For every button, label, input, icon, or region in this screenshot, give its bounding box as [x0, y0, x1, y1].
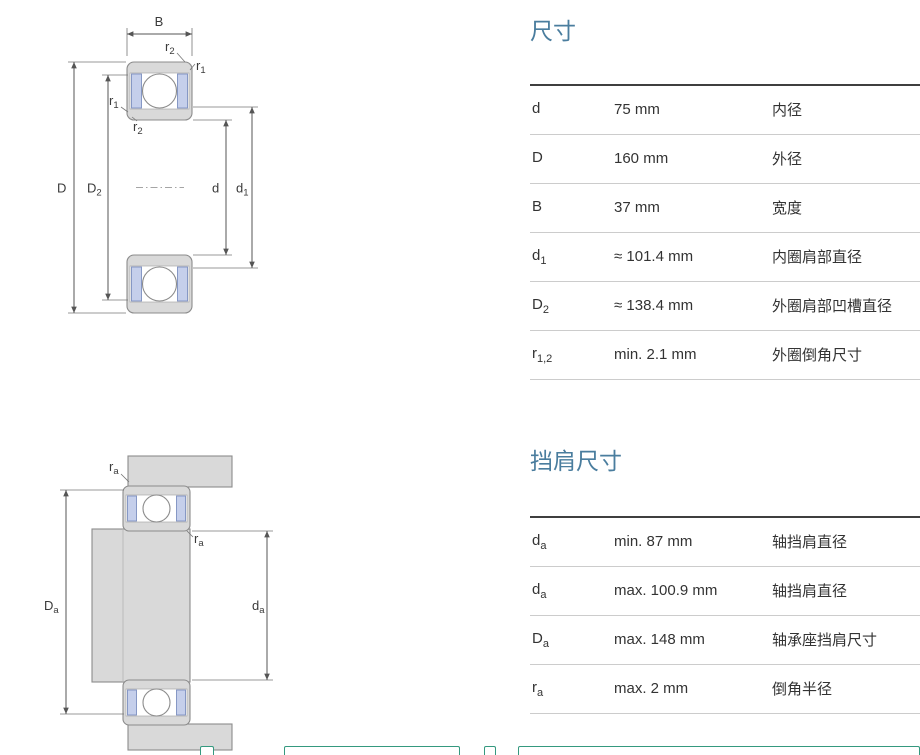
label-D2: D2	[87, 181, 102, 199]
label-da: da	[252, 598, 265, 616]
dimensions-title: 尺寸	[530, 18, 576, 44]
r1-left-leader	[120, 106, 129, 113]
dimension-symbol: da	[532, 580, 547, 601]
label-ra-top: ra	[109, 459, 119, 477]
mounted-bearing-section-upper	[122, 485, 191, 532]
d1-extension-lines	[193, 106, 258, 269]
shaft	[91, 528, 191, 683]
dimension-value: max. 100.9 mm	[614, 582, 718, 600]
housing-top	[127, 455, 233, 488]
dimension-value: 160 mm	[614, 150, 669, 168]
dimension-description: 外圈倒角尺寸	[772, 347, 863, 365]
table-row: d 75 mm 内径	[530, 86, 920, 135]
table-row: D 160 mm 外径	[530, 135, 920, 184]
table-row: B 37 mm 宽度	[530, 184, 920, 233]
dimension-description: 轴挡肩直径	[772, 583, 848, 601]
r2-top-leader	[176, 52, 186, 63]
r1-right-leader	[189, 63, 196, 71]
dimension-value: ≈ 138.4 mm	[614, 297, 694, 315]
dimension-value: ≈ 101.4 mm	[614, 248, 694, 266]
housing-bottom	[127, 723, 233, 751]
label-r1-right: r1	[196, 58, 206, 76]
partial-control[interactable]	[518, 746, 920, 755]
label-ra-mid: ra	[194, 531, 204, 549]
footer-partial-row	[200, 745, 920, 755]
table-row: da min. 87 mm 轴挡肩直径	[530, 518, 920, 567]
bearing-cross-section-drawings: B r2 r1 r1 r2 D D2 d d1	[44, 14, 273, 751]
table-row: Da max. 148 mm 轴承座挡肩尺寸	[530, 616, 920, 665]
b-extension-lines	[126, 28, 193, 56]
bearing-section-upper	[126, 61, 193, 121]
ra-mid-leader	[186, 530, 194, 538]
label-B: B	[155, 14, 164, 29]
partial-control[interactable]	[200, 746, 214, 755]
label-D: D	[57, 181, 66, 196]
dimension-description: 内圈肩部直径	[772, 249, 863, 267]
dimension-description: 外圈肩部凹槽直径	[772, 298, 893, 316]
mounted-bearing-section-lower	[122, 679, 191, 726]
partial-control[interactable]	[484, 746, 496, 755]
da-shaft-extension-lines	[192, 530, 273, 681]
table-header-rule	[530, 515, 920, 518]
partial-control[interactable]	[284, 746, 460, 755]
dimension-value: min. 2.1 mm	[614, 346, 697, 364]
d-outer-extension-lines	[68, 61, 126, 314]
upper-drawing: B r2 r1 r1 r2 D D2 d d1	[57, 14, 258, 314]
table-row: r1,2 min. 2.1 mm 外圈倒角尺寸	[530, 331, 920, 380]
label-d: d	[212, 181, 219, 196]
dimension-symbol: D2	[532, 295, 549, 316]
dimension-description: 宽度	[772, 200, 803, 218]
dimension-value: min. 87 mm	[614, 533, 693, 551]
dimension-description: 轴承座挡肩尺寸	[772, 632, 878, 650]
label-r2-left: r2	[133, 119, 143, 137]
dimension-symbol: ra	[532, 678, 544, 699]
label-r2-top: r2	[165, 39, 175, 57]
dimension-symbol: d1	[532, 246, 547, 267]
dimension-value: max. 2 mm	[614, 680, 689, 698]
ra-top-leader	[120, 473, 130, 483]
dimension-description: 倒角半径	[772, 681, 833, 699]
table-row: d1 ≈ 101.4 mm 内圈肩部直径	[530, 233, 920, 282]
dimension-symbol: d	[532, 99, 541, 117]
dimension-value: 75 mm	[614, 101, 660, 119]
dimension-symbol: da	[532, 531, 547, 552]
da-housing-extension-lines	[60, 489, 124, 715]
label-r1-left: r1	[109, 93, 119, 111]
bearing-section-lower	[126, 254, 193, 314]
dimension-description: 轴挡肩直径	[772, 534, 848, 552]
label-d1: d1	[236, 181, 249, 199]
r2-left-leader	[131, 116, 138, 122]
dimension-symbol: B	[532, 197, 543, 215]
abutment-title: 挡肩尺寸	[530, 448, 622, 474]
table-header-rule	[530, 83, 920, 86]
dimension-symbol: D	[532, 148, 543, 166]
dimension-description: 外径	[772, 151, 803, 169]
dimension-value: max. 148 mm	[614, 631, 705, 649]
dimension-symbol: r1,2	[532, 344, 553, 365]
table-row: da max. 100.9 mm 轴挡肩直径	[530, 567, 920, 616]
table-row: ra max. 2 mm 倒角半径	[530, 665, 920, 714]
dimension-symbol: Da	[532, 629, 549, 650]
dimension-description: 内径	[772, 102, 803, 120]
dimensions-section: 尺寸 d 75 mm 内径 D 160 mm 外径 B 37 mm 宽度 d1 …	[530, 18, 920, 380]
dimension-value: 37 mm	[614, 199, 660, 217]
label-Da: Da	[44, 598, 59, 616]
table-row: D2 ≈ 138.4 mm 外圈肩部凹槽直径	[530, 282, 920, 331]
abutment-section: 挡肩尺寸 da min. 87 mm 轴挡肩直径 da max. 100.9 m…	[530, 448, 920, 714]
lower-drawing: ra ra Da da	[44, 455, 273, 751]
